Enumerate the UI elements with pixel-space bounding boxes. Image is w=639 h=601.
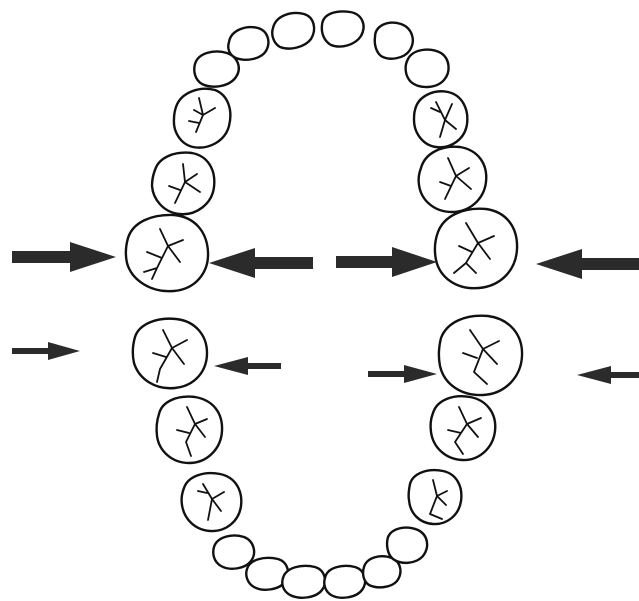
- tooth: [155, 395, 224, 465]
- fissure: [176, 406, 208, 457]
- arrow-left: [536, 249, 639, 279]
- force-arrows: [12, 242, 639, 384]
- fissure: [430, 101, 457, 138]
- tooth: [320, 10, 365, 48]
- fissure: [197, 483, 225, 521]
- tooth: [412, 90, 469, 149]
- fissure: [429, 479, 448, 520]
- fissure: [453, 222, 495, 274]
- tooth: [131, 317, 209, 390]
- fissure: [152, 329, 188, 383]
- arrow-left: [577, 366, 639, 384]
- fissure: [143, 228, 184, 280]
- tooth: [150, 151, 216, 216]
- tooth: [407, 469, 463, 526]
- tooth: [271, 11, 316, 50]
- tooth: [323, 564, 367, 599]
- tooth: [281, 564, 327, 599]
- tooth: [404, 48, 450, 89]
- tooth: [433, 207, 519, 290]
- tooth: [361, 555, 402, 589]
- fissure: [188, 97, 216, 133]
- arrow-right: [12, 342, 80, 360]
- tooth: [124, 213, 210, 293]
- arrow-right: [12, 242, 116, 272]
- arrow-right: [336, 247, 437, 277]
- arrow-right: [368, 365, 437, 383]
- tooth: [193, 50, 240, 88]
- tooth: [385, 526, 429, 564]
- fissure: [439, 157, 472, 200]
- fissure: [462, 329, 500, 385]
- fissure: [168, 163, 201, 204]
- lower-arch: [131, 314, 524, 599]
- arrow-left: [209, 248, 313, 278]
- tooth: [227, 26, 270, 61]
- fissure: [447, 406, 482, 455]
- arrow-left: [214, 357, 281, 375]
- tooth: [417, 145, 488, 214]
- tooth: [429, 395, 497, 462]
- tooth: [212, 534, 256, 570]
- upper-arch: [124, 10, 519, 293]
- tooth: [373, 21, 414, 60]
